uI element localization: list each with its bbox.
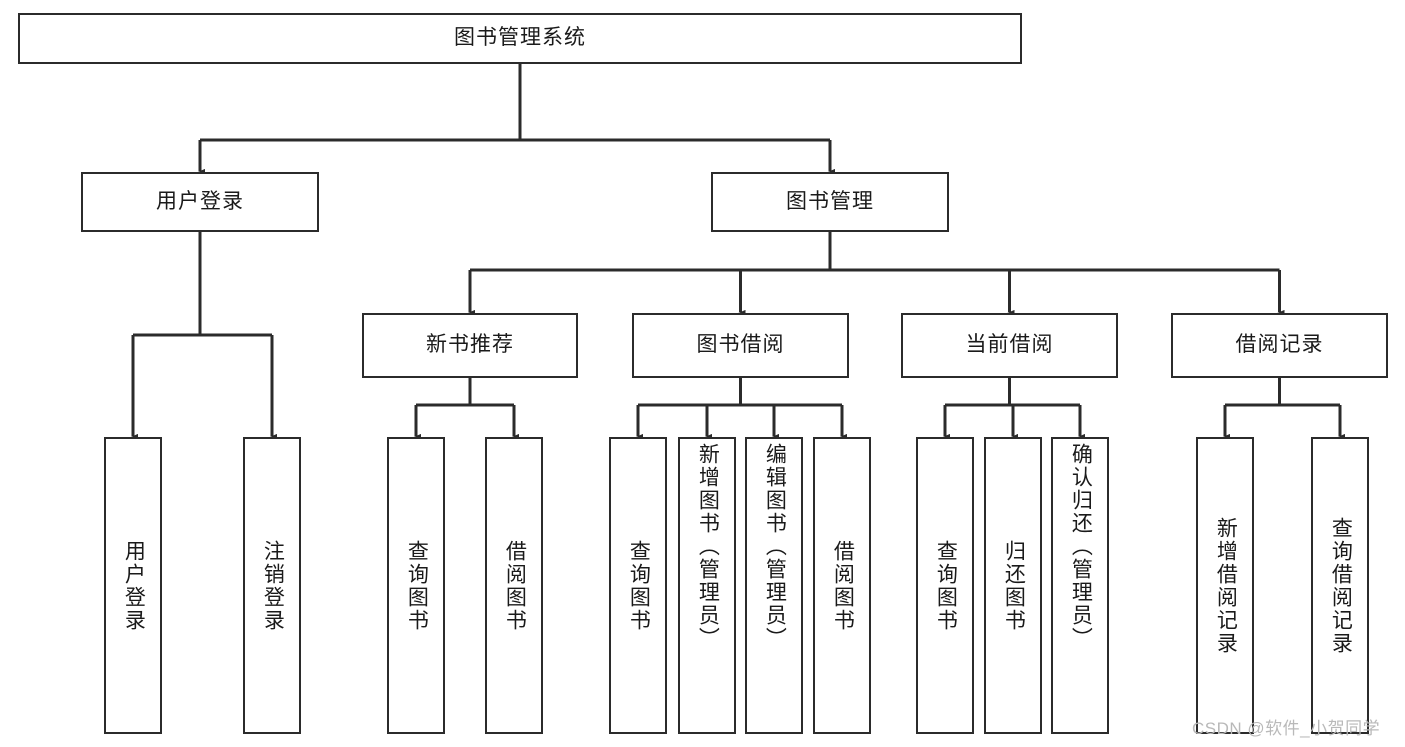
node-l_logout[interactable]: 注销登录 (243, 437, 301, 734)
node-label: 用户登录 (156, 189, 244, 213)
node-login[interactable]: 用户登录 (81, 172, 319, 232)
node-root[interactable]: 图书管理系统 (18, 13, 1022, 64)
node-label: 图书管理 (786, 189, 874, 213)
node-label: 借阅记录 (1235, 333, 1324, 357)
node-label: 图书管理系统 (454, 26, 586, 50)
node-label: 借阅图书 (503, 539, 527, 632)
node-l_q3[interactable]: 查询图书 (916, 437, 974, 734)
node-label: 查询借阅记录 (1329, 516, 1353, 655)
node-l_confirm[interactable]: 确认归还（管理员） (1051, 437, 1109, 734)
node-label: 新增图书（管理员） (696, 443, 720, 650)
node-label: 查询图书 (627, 539, 651, 632)
node-bookmgmt[interactable]: 图书管理 (711, 172, 949, 232)
node-label: 查询图书 (934, 539, 958, 632)
node-l_addrec[interactable]: 新增借阅记录 (1196, 437, 1254, 734)
node-l_login[interactable]: 用户登录 (104, 437, 162, 734)
node-label: 注销登录 (261, 539, 285, 632)
node-l_b2[interactable]: 借阅图书 (813, 437, 871, 734)
node-borrow[interactable]: 图书借阅 (632, 313, 849, 378)
node-l_b1[interactable]: 借阅图书 (485, 437, 543, 734)
node-records[interactable]: 借阅记录 (1171, 313, 1388, 378)
node-label: 用户登录 (122, 539, 146, 632)
node-l_add[interactable]: 新增图书（管理员） (678, 437, 736, 734)
node-label: 图书借阅 (696, 333, 785, 357)
node-current[interactable]: 当前借阅 (901, 313, 1118, 378)
node-label: 归还图书 (1002, 539, 1026, 632)
node-l_qrec[interactable]: 查询借阅记录 (1311, 437, 1369, 734)
node-label: 新增借阅记录 (1214, 516, 1238, 655)
node-label: 当前借阅 (965, 333, 1054, 357)
node-l_edit[interactable]: 编辑图书（管理员） (745, 437, 803, 734)
node-label: 查询图书 (405, 539, 429, 632)
node-label: 借阅图书 (831, 539, 855, 632)
node-newbook[interactable]: 新书推荐 (362, 313, 578, 378)
node-label: 新书推荐 (426, 333, 514, 357)
node-label: 编辑图书（管理员） (763, 443, 787, 650)
node-l_q1[interactable]: 查询图书 (387, 437, 445, 734)
node-l_return[interactable]: 归还图书 (984, 437, 1042, 734)
node-label: 确认归还（管理员） (1069, 443, 1093, 650)
node-l_q2[interactable]: 查询图书 (609, 437, 667, 734)
